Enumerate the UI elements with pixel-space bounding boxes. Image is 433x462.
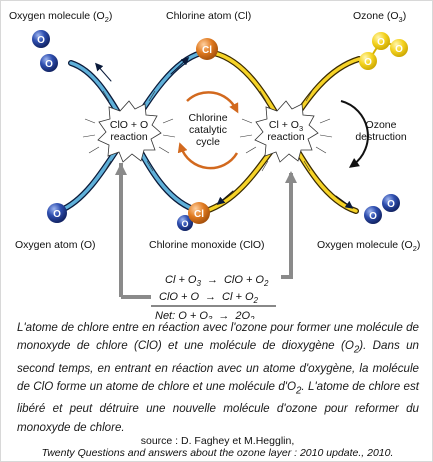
svg-text:O: O xyxy=(387,199,395,210)
grey-feedback-arrows xyxy=(115,163,297,299)
cl-o3-reaction-label-line1: Cl + O3 xyxy=(269,119,303,133)
chlorine-monoxide-icon: O Cl xyxy=(177,202,210,231)
equation-2: ClO + O→Cl + O2 xyxy=(159,291,259,305)
svg-text:O: O xyxy=(53,209,61,220)
ozone-destruction-label-line2: destruction xyxy=(355,131,407,143)
catalytic-cycle-label-line2: catalytic xyxy=(189,124,227,136)
ozone-destruction-arrow xyxy=(340,100,369,168)
chlorine-atom-label: Chlorine atom (Cl) xyxy=(166,10,251,22)
svg-text:O: O xyxy=(377,37,385,48)
source-line-2: Twenty Questions and answers about the o… xyxy=(41,447,394,459)
svg-text:O: O xyxy=(395,44,403,55)
oxygen-atom-icon: O xyxy=(47,203,67,223)
oxygen-molecule-bottom-label: Oxygen molecule (O2) xyxy=(317,239,420,253)
svg-text:Cl: Cl xyxy=(194,209,204,220)
clo-reaction-label-line1: ClO + O xyxy=(110,119,148,131)
svg-text:O: O xyxy=(369,211,377,222)
oxygen-molecule-bottom-icon: O O xyxy=(364,194,400,224)
chlorine-monoxide-label: Chlorine monoxide (ClO) xyxy=(149,239,265,251)
clo-reaction-burst xyxy=(82,90,176,172)
clo-reaction-label-line2: reaction xyxy=(110,131,148,143)
ozone-chlorine-cycle-diagram: ClO + O reaction Cl + O3 reaction Chlori… xyxy=(9,10,420,319)
catalytic-cycle-label-line1: Chlorine xyxy=(188,112,227,124)
cl-o3-reaction-label-line2: reaction xyxy=(267,131,305,143)
net-equation: Net: O + O3→2O2 xyxy=(155,310,255,319)
ozone-molecule-icon: O O O xyxy=(359,32,408,70)
svg-text:O: O xyxy=(45,59,53,70)
source-line-1: source : D. Faghey et M.Hegglin, xyxy=(140,435,295,447)
svg-text:Cl: Cl xyxy=(202,45,212,56)
catalytic-cycle-arrows xyxy=(177,91,239,170)
chlorine-atom-icon: Cl xyxy=(196,38,218,60)
svg-text:O: O xyxy=(181,219,188,229)
oxygen-molecule-top-label: Oxygen molecule (O2) xyxy=(9,10,112,24)
ozone-destruction-label-line1: Ozone xyxy=(366,119,397,131)
cl-o3-reaction-burst xyxy=(239,90,333,172)
svg-text:O: O xyxy=(37,35,45,46)
svg-text:O: O xyxy=(364,57,372,68)
oxygen-molecule-top-icon: O O xyxy=(32,30,58,72)
caption-paragraph: L'atome de chlore entre en réaction avec… xyxy=(17,321,419,434)
reaction-equations: Cl + O3→ClO + O2 ClO + O→Cl + O2 Net: O … xyxy=(151,274,276,319)
oxygen-atom-label: Oxygen atom (O) xyxy=(15,239,96,251)
source-citation: source : D. Faghey et M.Hegglin, Twenty … xyxy=(1,435,433,459)
catalytic-cycle-label-line3: cycle xyxy=(196,136,220,148)
ozone-label: Ozone (O3) xyxy=(353,10,406,24)
equation-1: Cl + O3→ClO + O2 xyxy=(165,274,269,288)
